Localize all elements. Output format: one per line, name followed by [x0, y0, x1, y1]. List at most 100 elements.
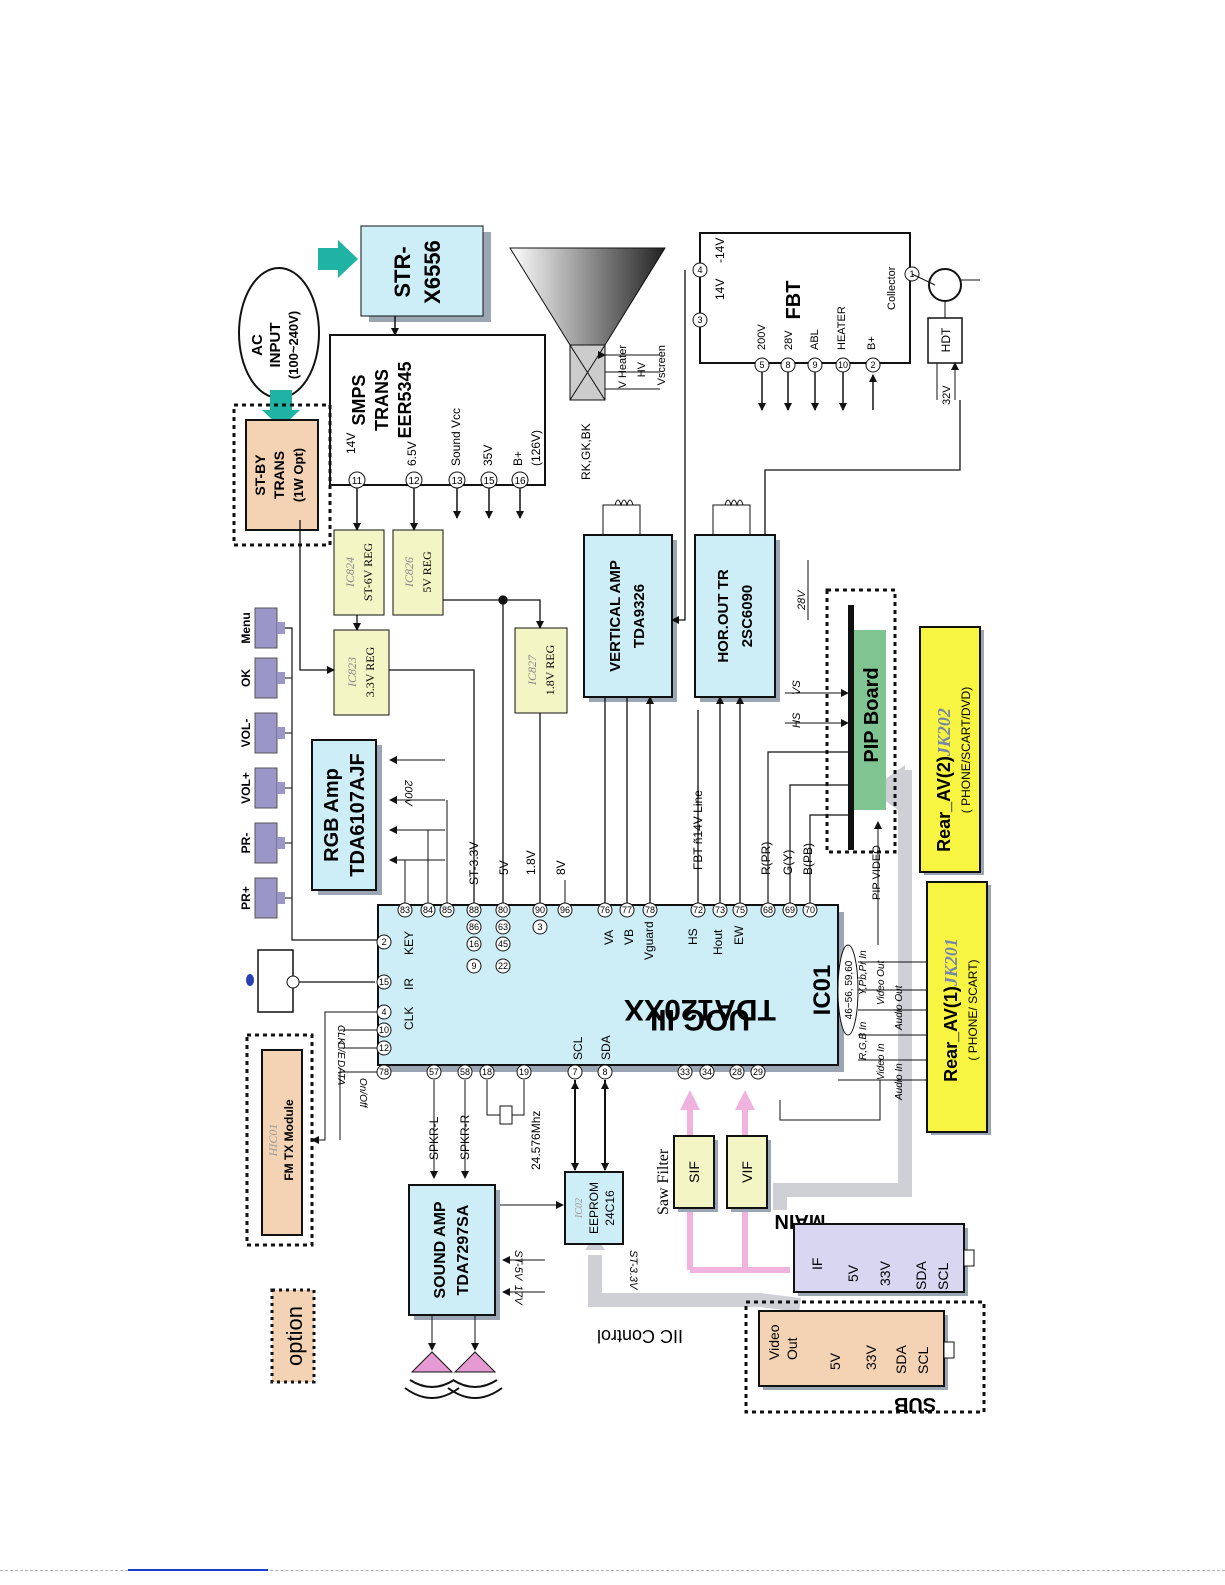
svg-text:KEY: KEY — [402, 931, 416, 955]
svg-text:85: 85 — [442, 905, 452, 915]
svg-text:IF: IF — [809, 1258, 825, 1270]
svg-text:19: 19 — [519, 1067, 529, 1077]
svg-text:2SC6090: 2SC6090 — [739, 585, 756, 648]
svg-text:ST-6V REG: ST-6V REG — [361, 542, 375, 601]
svg-text:IC824: IC824 — [343, 557, 357, 588]
svg-text:SDA: SDA — [913, 1261, 929, 1290]
sub-tuner: Video Out 5V 33V SDA SCL SUB — [744, 1300, 986, 1415]
key-menu-button[interactable]: Menu — [239, 607, 285, 649]
main-tuner: MAIN IF 5V 33V SDA SCL — [774, 1210, 975, 1296]
svg-text:75: 75 — [735, 905, 745, 915]
svg-text:90: 90 — [535, 905, 545, 915]
svg-text:12: 12 — [408, 476, 420, 487]
pip-board: PIP Board VS HS PIP VIDEO — [785, 588, 897, 945]
fbt-block: FBT 14V -14V 200V 28V ABL HEATER B+ Coll… — [699, 232, 911, 364]
svg-text:HS: HS — [686, 928, 700, 945]
svg-text:4: 4 — [381, 1007, 386, 1017]
svg-text:( PHONE/ SCART): ( PHONE/ SCART) — [966, 959, 980, 1060]
key-pr-minus-button[interactable]: PR- — [239, 822, 285, 864]
uoc-main-chip: UOC III TDA120XX IC01 KEY IR CLK SCL SDA… — [377, 904, 844, 1072]
svg-text:10: 10 — [838, 360, 848, 370]
deflection-wires — [604, 270, 961, 905]
svg-text:Sound Vcc: Sound Vcc — [449, 408, 463, 466]
fbt-output-arrows — [758, 372, 877, 411]
svg-text:IC823: IC823 — [345, 657, 359, 688]
uoc-pins: 2 15 4 10 12 78 83 84 85 88 86 16 9 80 6… — [376, 902, 859, 1080]
iic-control-label: IIC Control — [597, 1326, 683, 1346]
svg-text:X6556: X6556 — [420, 240, 445, 304]
svg-text:RK,GK,BK: RK,GK,BK — [579, 423, 593, 480]
svg-text:SDA: SDA — [599, 1035, 613, 1060]
svg-text:(100~240V): (100~240V) — [286, 311, 301, 379]
svg-text:HV: HV — [636, 361, 648, 377]
svg-text:R,G,B In: R,G,B In — [858, 1021, 869, 1060]
svg-text:5V: 5V — [845, 1264, 861, 1282]
svg-text:2: 2 — [870, 360, 875, 370]
svg-text:PR-: PR- — [239, 833, 253, 854]
svg-text:18: 18 — [482, 1067, 492, 1077]
svg-text:33V: 33V — [877, 1260, 893, 1286]
control-bus: CLK C/E DATA On/Off — [311, 1011, 377, 1144]
svg-text:14V: 14V — [344, 433, 358, 454]
svg-text:VOL-: VOL- — [239, 719, 253, 748]
svg-text:SOUND AMP: SOUND AMP — [432, 1201, 449, 1299]
svg-text:FBT ñ14V Line: FBT ñ14V Line — [691, 790, 705, 870]
svg-text:PIP Board: PIP Board — [861, 667, 883, 762]
svg-text:AC: AC — [249, 334, 266, 356]
sound-amp-block: SOUND AMP TDA7297SA ST-5V 17V — [408, 1184, 545, 1351]
svg-text:R(PR): R(PR) — [759, 842, 773, 875]
svg-text:V Heater: V Heater — [617, 345, 629, 389]
svg-text:45: 45 — [498, 939, 508, 949]
svg-text:IC827: IC827 — [525, 654, 539, 686]
svg-text:VB: VB — [622, 929, 636, 945]
svg-text:69: 69 — [785, 905, 795, 915]
svg-text:78: 78 — [379, 1067, 389, 1077]
key-pr-plus-button[interactable]: PR+ — [239, 877, 285, 919]
svg-text:(126V): (126V) — [529, 430, 543, 466]
svg-text:5V: 5V — [827, 1352, 843, 1370]
svg-text:77: 77 — [622, 905, 632, 915]
svg-text:ABL: ABL — [809, 329, 821, 350]
rear-av1-panel: Rear_AV(1)JK201 ( PHONE/ SCART) — [926, 881, 991, 1135]
svg-text:option: option — [282, 1306, 307, 1366]
svg-text:G(Y): G(Y) — [781, 850, 795, 875]
rgb-input-wires — [767, 751, 848, 903]
stby-trans-block: ST-BY TRANS (1W Opt) — [232, 403, 332, 547]
svg-text:8: 8 — [602, 1067, 607, 1077]
svg-text:96: 96 — [560, 905, 570, 915]
svg-text:Video Out: Video Out — [876, 959, 887, 1005]
svg-text:SDA: SDA — [893, 1345, 909, 1374]
key-vol-minus-button[interactable]: VOL- — [239, 712, 285, 754]
svg-text:-14V: -14V — [713, 238, 727, 263]
svg-text:HEATER: HEATER — [836, 306, 848, 350]
svg-text:24.576Mhz: 24.576Mhz — [529, 1111, 543, 1170]
svg-text:SCL: SCL — [571, 1036, 585, 1060]
svg-text:VERTICAL AMP: VERTICAL AMP — [607, 560, 624, 672]
svg-text:EER5345: EER5345 — [395, 361, 415, 438]
svg-text:VIF: VIF — [739, 1161, 755, 1183]
svg-text:4: 4 — [697, 265, 702, 275]
svg-text:CLK: CLK — [402, 1007, 416, 1030]
page-footer-link[interactable] — [128, 1569, 268, 1571]
rear-av-signals: Y,Pb,Pr In Video Out Audio Out R,G,B In … — [779, 950, 927, 1121]
svg-text:SMPS: SMPS — [349, 374, 369, 425]
svg-text:Vscreen: Vscreen — [656, 345, 668, 385]
eeprom-block: IC02 EEPROM 24C16 ST-3.3V — [500, 1080, 639, 1291]
regulator-wires — [299, 520, 544, 905]
svg-text:TRANS: TRANS — [372, 369, 392, 431]
ic827-regulator: IC827 1.8V REG — [514, 627, 568, 714]
svg-text:EW: EW — [732, 925, 746, 945]
svg-text:FM TX Module: FM TX Module — [282, 1099, 296, 1181]
svg-text:RGB Amp: RGB Amp — [321, 768, 343, 862]
svg-text:UOC III: UOC III — [650, 1003, 750, 1036]
key-vol-plus-button[interactable]: VOL+ — [239, 767, 285, 809]
svg-text:TRANS: TRANS — [271, 451, 287, 499]
svg-text:B(PB): B(PB) — [801, 843, 815, 875]
svg-text:57: 57 — [429, 1067, 439, 1077]
svg-text:84: 84 — [423, 905, 433, 915]
page-footer-rule — [0, 1570, 1225, 1571]
key-ok-button[interactable]: OK — [239, 657, 285, 699]
svg-text:C/E: C/E — [335, 1042, 346, 1059]
svg-text:33: 33 — [680, 1067, 690, 1077]
svg-text:3.3V REG: 3.3V REG — [363, 646, 377, 697]
